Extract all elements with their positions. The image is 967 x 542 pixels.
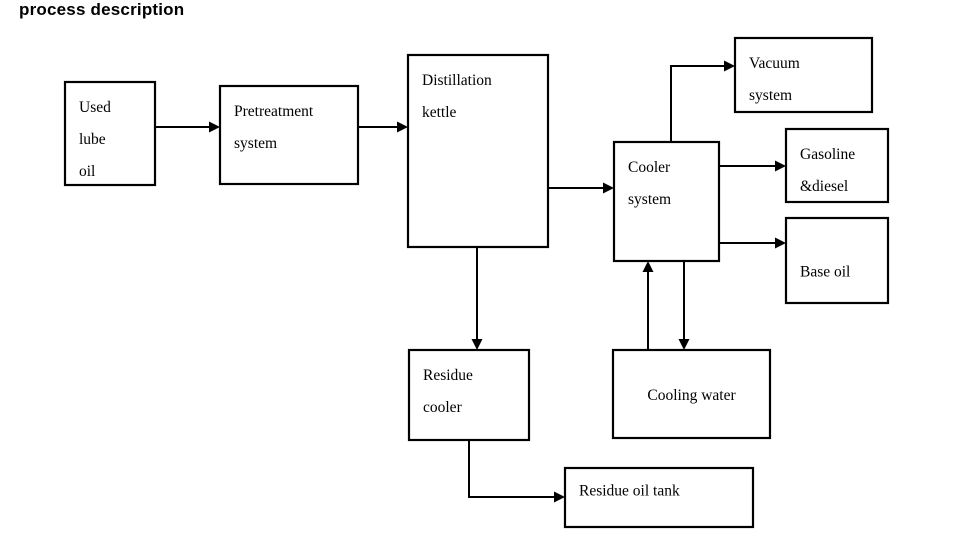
flow-edge-cooler-to-vacuum [670,60,735,142]
node-label-gasoline-diesel: Gasoline [800,146,855,163]
node-residue-oil-tank[interactable]: Residue oil tank [563,466,755,529]
flow-edge-cooling-water-to-cooler [642,261,654,350]
node-gasoline-diesel[interactable]: Gasoline&diesel [784,127,890,204]
flow-edge-pretreatment-to-kettle [358,121,408,133]
node-distillation[interactable]: Distillation kettle [406,53,550,249]
node-box-pretreatment [218,84,360,186]
node-label-pretreatment: system [234,135,277,152]
flow-edge-kettle-to-residue-cooler [471,247,483,350]
edges-layer [155,60,786,503]
node-label-residue-cooler: Residue [423,367,473,384]
arrowhead-icon [678,339,690,350]
node-label-vacuum-system: Vacuum [749,55,800,72]
node-base-oil[interactable]: Base oil [784,216,890,305]
node-label-cooler-system: system [628,191,671,208]
node-label-distillation: Distillation [422,72,492,89]
node-label-cooler-system: Cooler [628,159,671,176]
arrowhead-icon [554,491,565,503]
node-box-vacuum-system [733,36,874,114]
node-used-lube-oil[interactable]: Used lube oil [63,80,157,187]
flow-edge-kettle-to-cooler [548,182,614,194]
node-box-gasoline-diesel [784,127,890,204]
node-label-vacuum-system: system [749,87,792,104]
node-box-cooling-water [611,348,772,440]
node-label-residue-oil-tank: Residue oil tank [579,483,680,500]
flow-edge-oil-to-pretreatment [155,121,220,133]
node-label-base-oil: Base oil [800,264,850,281]
arrowhead-icon [642,261,654,272]
node-box-cooler-system [612,140,721,263]
node-vacuum-system[interactable]: Vacuum system [733,36,874,114]
arrowhead-icon [603,182,614,194]
node-cooler-system[interactable]: Cooler system [612,140,721,263]
node-label-used-lube-oil: lube [79,131,106,148]
node-box-used-lube-oil [63,80,157,187]
node-pretreatment[interactable]: Pretreatment system [218,84,360,186]
node-box-distillation [406,53,550,249]
node-label-cooling-water: Cooling water [647,387,736,404]
node-label-pretreatment: Pretreatment [234,103,314,120]
arrowhead-icon [775,237,786,249]
node-box-base-oil [784,216,890,305]
node-label-gasoline-diesel: &diesel [800,178,848,195]
arrowhead-icon [775,160,786,172]
node-cooling-water[interactable]: Cooling water [611,348,772,440]
node-box-residue-cooler [407,348,531,442]
node-residue-cooler[interactable]: Residue cooler [407,348,531,442]
flow-edge-cooler-to-gasoline [719,160,786,172]
nodes-layer: Used lube oil Pretreatment system Distillatio… [63,36,890,529]
arrowhead-icon [724,60,735,72]
arrowhead-icon [471,339,483,350]
flow-edge-cooler-to-cooling-water [678,261,690,350]
flow-edge-cooler-to-base-oil [719,237,786,249]
page-title: process description [19,0,185,19]
node-label-distillation: kettle [422,104,457,121]
arrowhead-icon [209,121,220,133]
node-label-used-lube-oil: oil [79,163,95,180]
node-box-residue-oil-tank [563,466,755,529]
node-label-used-lube-oil: Used [79,99,111,116]
flow-edge-residue-cooler-to-tank [468,440,565,503]
node-label-residue-cooler: cooler [423,399,463,416]
arrowhead-icon [397,121,408,133]
